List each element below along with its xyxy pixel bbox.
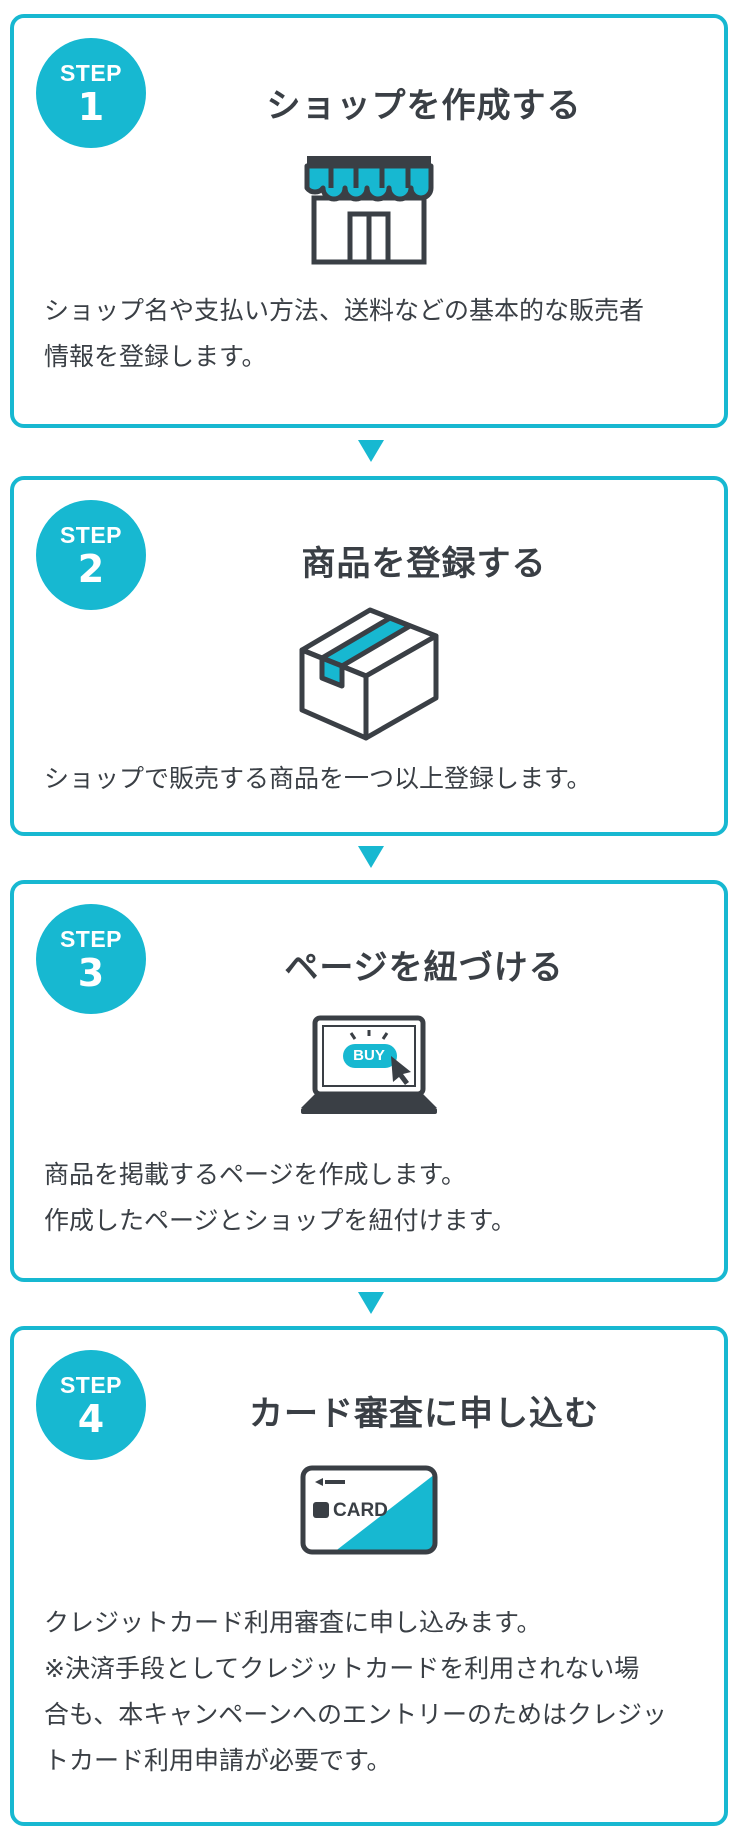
step-description: ショップ名や支払い方法、送料などの基本的な販売者 情報を登録します。: [44, 288, 700, 380]
step-card-4: STEP 4 カード審査に申し込む CARD クレジットカード利用審査に申し込み…: [10, 1326, 728, 1826]
description-line: 作成したページとショップを紐付けます。: [44, 1206, 517, 1235]
step-card-1: STEP 1 ショップを作成する ショップ名や支払い方法、送料などの基本的な販売…: [10, 14, 728, 428]
step-description: クレジットカード利用審査に申し込みます。 ※決済手段としてクレジットカードを利用…: [44, 1600, 700, 1784]
step-card-2: STEP 2 商品を登録する ショップで販売する商品を一つ以上登録します。: [10, 476, 728, 836]
step-label: STEP: [59, 522, 123, 548]
step-number: 4: [77, 1397, 105, 1441]
down-arrow-icon: [358, 440, 384, 462]
step-description: 商品を掲載するページを作成します。 作成したページとショップを紐付けます。: [44, 1152, 700, 1244]
step-title: カード審査に申し込む: [249, 1394, 599, 1434]
down-arrow-icon: [358, 846, 384, 868]
storefront-icon: [304, 156, 434, 265]
card-shape-icon: [300, 1465, 438, 1555]
step-label: STEP: [59, 1372, 123, 1398]
buy-label: BUY: [353, 1047, 385, 1064]
down-arrow-icon: [358, 1292, 384, 1314]
step-number: 1: [77, 85, 105, 129]
card-label: CARD: [333, 1500, 388, 1521]
credit-card-icon: CARD: [299, 1464, 439, 1556]
description-line: トカード利用申請が必要です。: [44, 1746, 392, 1775]
step-label: STEP: [59, 926, 123, 952]
step-badge: STEP 1: [36, 38, 146, 148]
step-description: ショップで販売する商品を一つ以上登録します。: [44, 756, 700, 802]
step-title: ショップを作成する: [266, 86, 582, 126]
laptop-icon: [301, 1015, 437, 1114]
description-line: クレジットカード利用審査に申し込みます。: [44, 1608, 542, 1637]
step-label: STEP: [59, 60, 123, 86]
package-box-icon: [299, 607, 439, 741]
description-line: ショップで販売する商品を一つ以上登録します。: [44, 764, 592, 793]
laptop-buy-icon: BUY: [299, 1012, 439, 1118]
step-number: 3: [77, 951, 105, 995]
description-line: ※決済手段としてクレジットカードを利用されない場: [44, 1654, 640, 1683]
description-line: 商品を掲載するページを作成します。: [44, 1160, 467, 1189]
step-badge: STEP 3: [36, 904, 146, 1014]
description-line: ショップ名や支払い方法、送料などの基本的な販売者: [44, 296, 645, 325]
step-badge: STEP 2: [36, 500, 146, 610]
step-title: 商品を登録する: [301, 544, 547, 584]
step-number: 2: [77, 547, 105, 591]
description-line: 合も、本キャンペーンへのエントリーのためはクレジッ: [44, 1700, 668, 1729]
description-line: 情報を登録します。: [44, 342, 267, 371]
step-title: ページを紐づける: [284, 948, 564, 988]
step-badge: STEP 4: [36, 1350, 146, 1460]
step-card-3: STEP 3 ページを紐づける BUY 商品を掲載するページを作成します。 作成…: [10, 880, 728, 1282]
